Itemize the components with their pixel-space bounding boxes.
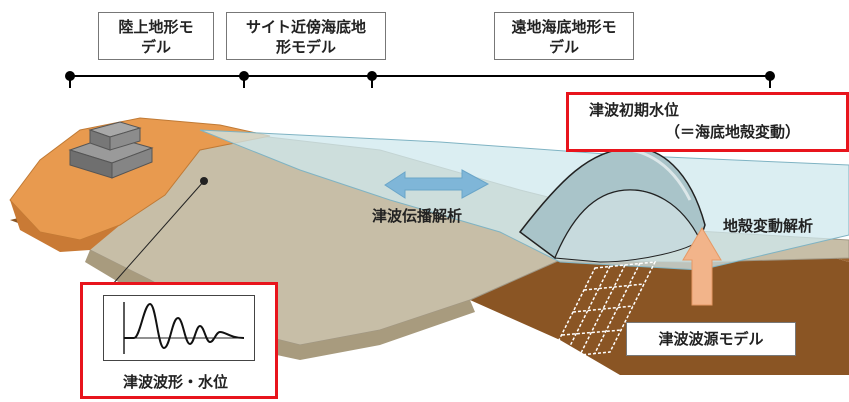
far-model-label: 遠地海底地形モ デル [494,12,634,60]
propagation-analysis-label: 津波伝播解析 [372,207,463,225]
observation-leader-line [111,180,205,286]
initial-water-level-label: 津波初期水位 [589,101,680,119]
waveform-chart-frame [103,295,255,361]
waveform-plot [123,302,245,354]
fault-grid [548,261,657,359]
source-model-label: 津波波源モデル [626,322,796,356]
land-model-label: 陸上地形モ デル [98,12,214,60]
initial-water-level-box: 津波初期水位 （＝海底地殻変動） [566,92,849,152]
propagation-arrow-icon [384,169,490,199]
tsunami-initial-hump [518,147,706,263]
waveform-box: 津波波形・水位 [80,282,278,399]
crust-deformation-analysis-label: 地殻変動解析 [723,217,814,235]
seabed-deformation-label: （＝海底地殻変動） [665,123,801,141]
shelf-front-face [85,250,475,360]
timeline-ticks [65,71,775,88]
uplift-arrow-icon [682,227,722,306]
land-front-face [10,200,120,252]
building-icon [68,121,154,179]
near-site-model-label: サイト近傍海底地 形モデル [226,12,386,60]
waveform-label: 津波波形・水位 [123,373,229,391]
